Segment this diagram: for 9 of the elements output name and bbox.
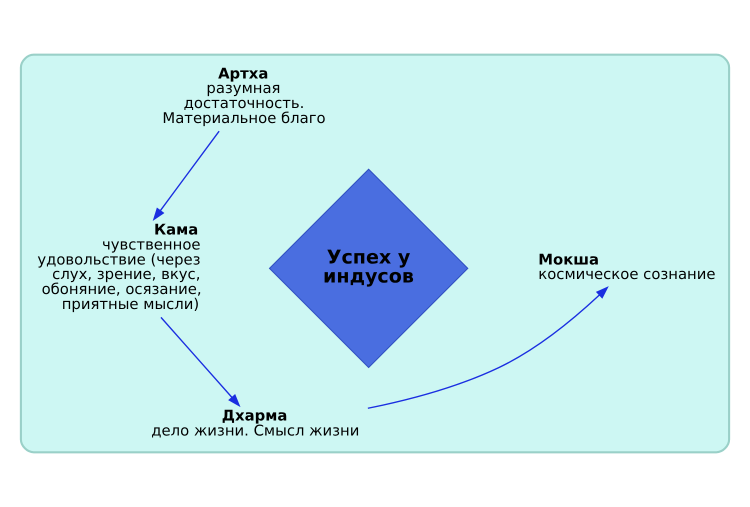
arrow bbox=[160, 316, 241, 408]
node-text: Дхарма дело жизни. Смысл жизни bbox=[151, 408, 360, 440]
node-text: Кама чувственное удовольствие (через слух, зрение, вкус, обоняние, осязание, приятные мысли) bbox=[37, 222, 202, 313]
arrow bbox=[368, 286, 609, 409]
node-text: Мокша космическое сознание bbox=[538, 251, 716, 284]
node-diamond: Успех у индусов bbox=[268, 168, 469, 368]
cluster bbox=[20, 54, 730, 454]
node-text: Артха разумная достаточность. Материальное благо bbox=[162, 65, 326, 127]
arrow bbox=[152, 130, 220, 221]
